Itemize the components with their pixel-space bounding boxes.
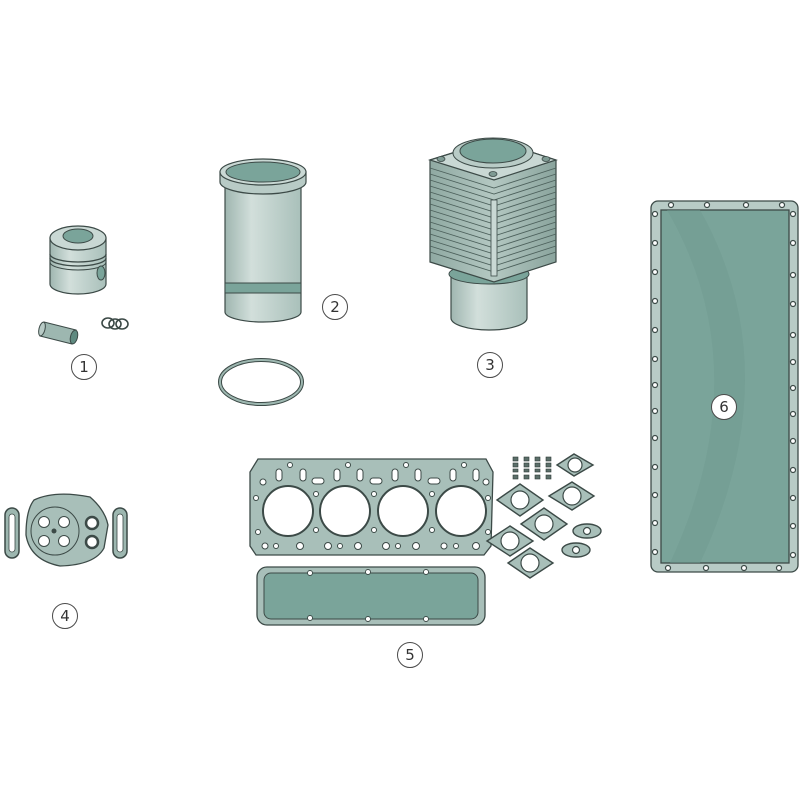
callout-3[interactable]: 3 [477, 352, 503, 378]
callout-label: 2 [330, 298, 340, 316]
oval-gasket-right [112, 507, 128, 559]
piston-pin [38, 321, 79, 345]
flange-gasket-group[interactable] [4, 493, 128, 567]
manifold-gaskets [485, 453, 602, 579]
callout-label: 6 [719, 398, 729, 416]
piston-group[interactable] [37, 225, 129, 345]
finned-cylinder-group[interactable] [427, 137, 558, 331]
callout-label: 4 [60, 607, 70, 625]
oval-gasket-left [4, 507, 20, 559]
callout-label: 5 [405, 646, 415, 664]
cylinder-liner-group[interactable] [218, 158, 307, 406]
callout-2[interactable]: 2 [322, 294, 348, 320]
cylinder-head-gasket [249, 458, 494, 556]
callout-label: 3 [485, 356, 495, 374]
circlips [101, 317, 129, 330]
oil-pan-gasket-group[interactable] [650, 200, 799, 573]
head-gasket-set-group[interactable] [249, 453, 602, 626]
callout-label: 1 [79, 358, 89, 376]
valve-stem-seals [512, 456, 552, 480]
liner-o-ring [218, 358, 304, 406]
piston [49, 225, 107, 295]
round-flange-gasket [25, 493, 109, 567]
callout-6[interactable]: 6 [711, 394, 737, 420]
callout-1[interactable]: 1 [71, 354, 97, 380]
finned-cylinder [427, 137, 558, 331]
callout-5[interactable]: 5 [397, 642, 423, 668]
oil-pan-gasket [650, 200, 799, 573]
valve-cover-gasket [256, 566, 486, 626]
cylinder-liner [219, 158, 307, 323]
callout-4[interactable]: 4 [52, 603, 78, 629]
